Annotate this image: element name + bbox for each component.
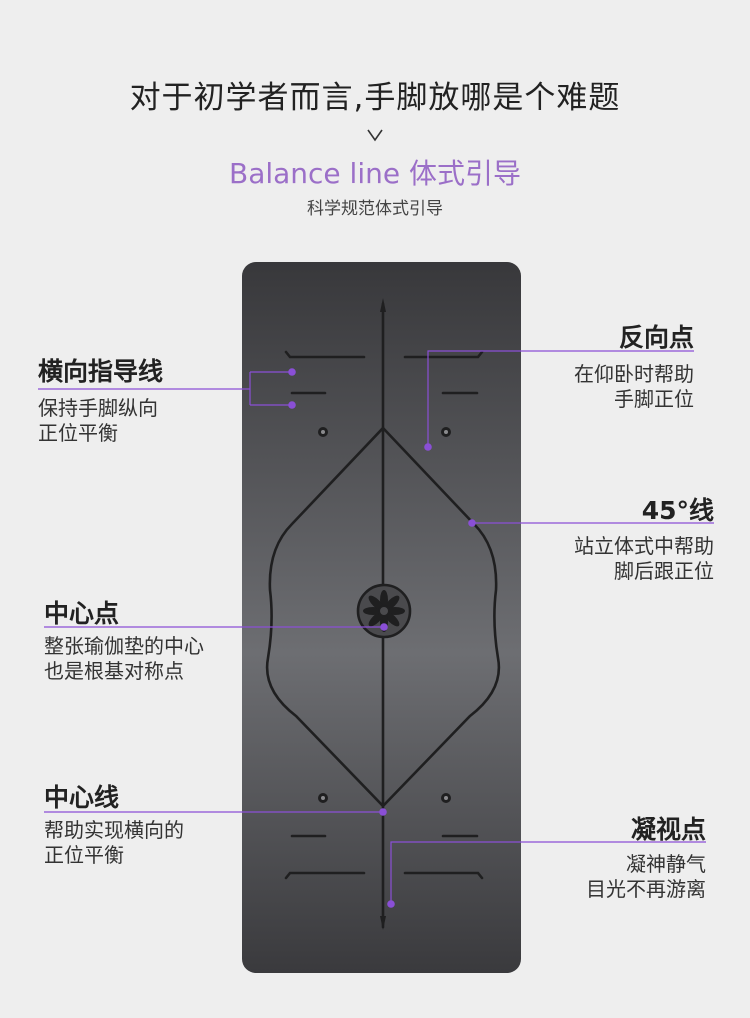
- guide-stroke-bottom-left: [284, 871, 366, 880]
- center-line-title: 中心线: [44, 783, 120, 812]
- feature-subtitle: Balance line 体式引导: [228, 157, 521, 190]
- chevron-down-icon: [367, 129, 383, 142]
- center-line-bottom-tip: [380, 916, 386, 930]
- guide-stroke-top-left: [284, 350, 366, 359]
- reverse-point-desc: 在仰卧时帮助 手脚正位: [574, 362, 694, 411]
- line-45-title: 45°线: [641, 496, 714, 525]
- line-45-desc: 站立体式中帮助 脚后跟正位: [574, 534, 714, 583]
- horizontal-guide-desc: 保持手脚纵向 正位平衡: [38, 396, 158, 445]
- callout-markers: [288, 368, 476, 908]
- feature-subcaption: 科学规范体式引导: [307, 199, 443, 219]
- gaze-point-title: 凝视点: [630, 815, 706, 844]
- hexagon-45-line: [265, 426, 501, 808]
- center-line-top-tip: [380, 298, 386, 312]
- reverse-point-title: 反向点: [618, 323, 694, 352]
- guide-stroke-bottom-right: [403, 871, 484, 880]
- center-line-desc: 帮助实现横向的 正位平衡: [44, 818, 184, 867]
- gaze-point-desc: 凝神静气 目光不再游离: [586, 852, 706, 901]
- page-headline: 对于初学者而言,手脚放哪是个难题: [129, 80, 621, 116]
- horizontal-guide-title: 横向指导线: [38, 357, 164, 386]
- callout-leaders: [38, 350, 714, 904]
- center-point-title: 中心点: [44, 599, 120, 628]
- guide-stroke-top-right: [403, 350, 484, 359]
- lotus-mandala-icon: [356, 583, 412, 639]
- center-point-desc: 整张瑜伽垫的中心 也是根基对称点: [44, 634, 204, 683]
